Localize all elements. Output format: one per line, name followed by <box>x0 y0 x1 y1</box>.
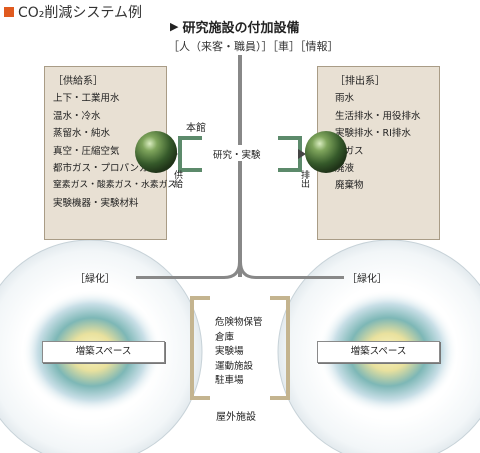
exhaust-title: ［排出系］ <box>335 76 385 87</box>
supply-item: 都市ガス・プロパンガス <box>53 163 158 175</box>
main-building-bracket-right <box>278 136 302 172</box>
exhaust-item: 廃液 <box>335 163 355 175</box>
facility-title: ▶ 研究施設の付加設備 <box>170 17 299 36</box>
outdoor-label: 屋外施設 <box>216 412 256 423</box>
triangle-right-icon: ▶ <box>170 20 179 33</box>
supply-item: 上下・工業用水 <box>53 93 120 105</box>
exhaust-item: 実験排水・RI排水 <box>335 128 411 140</box>
exhaust-item: 廃棄物 <box>335 180 364 192</box>
outdoor-item: 倉庫 <box>215 331 235 343</box>
right-expansion-space: 増築スペース <box>317 341 440 363</box>
right-greenery-label: ［緑化］ <box>347 274 387 285</box>
supply-item: 実験機器・実験材料 <box>53 197 139 209</box>
header-square-icon <box>4 7 14 17</box>
supply-item: 温水・冷水 <box>53 110 101 122</box>
main-building-inner: 研究・実験 <box>213 150 261 161</box>
outdoor-item: 実験場 <box>215 346 244 358</box>
outdoor-item: 危険物保管 <box>215 317 263 328</box>
facility-title-text: 研究施設の付加設備 <box>182 21 300 36</box>
supply-box: ［供給系］ 上下・工業用水 温水・冷水 蒸留水・純水 真空・圧縮空気 都市ガス・… <box>44 66 177 240</box>
supply-item: 真空・圧縮空気 <box>53 145 120 157</box>
page-header: CO₂削減システム例 <box>4 2 142 22</box>
trunk-line <box>238 55 242 277</box>
outdoor-bracket-right <box>270 296 290 400</box>
outdoor-item: 駐車場 <box>215 375 244 387</box>
left-greenery-label: ［緑化］ <box>75 274 115 285</box>
outdoor-bracket-left <box>190 296 210 400</box>
facility-subtitle: ［人（来客・職員）］［車］［情報］ <box>168 40 339 53</box>
main-building-bracket-left <box>178 136 202 172</box>
page-title: CO₂削減システム例 <box>18 5 142 21</box>
supply-item: 窒素ガス・酸素ガス・水素ガス <box>53 180 177 191</box>
exhaust-item: 雨水 <box>335 93 355 105</box>
main-building-label: 本館 <box>186 123 206 134</box>
supply-title: ［供給系］ <box>53 76 103 87</box>
exhaust-arrow-label: 排出 <box>299 170 309 188</box>
outdoor-item: 運動施設 <box>215 360 254 372</box>
left-expansion-space: 増築スペース <box>42 341 165 363</box>
exhaust-item: 排ガス <box>335 145 364 157</box>
outdoor-list: 危険物保管 倉庫 実験場 運動施設 駐車場 <box>215 316 263 389</box>
supply-arrow-label: 供給 <box>172 170 182 188</box>
supply-item: 蒸留水・純水 <box>53 128 111 140</box>
exhaust-arrow <box>298 149 306 159</box>
exhaust-box: ［排出系］ 雨水 生活排水・用役排水 実験排水・RI排水 排ガス 廃液 廃棄物 <box>317 66 440 240</box>
exhaust-item: 生活排水・用役排水 <box>335 110 421 122</box>
trunk-curve <box>136 262 241 279</box>
